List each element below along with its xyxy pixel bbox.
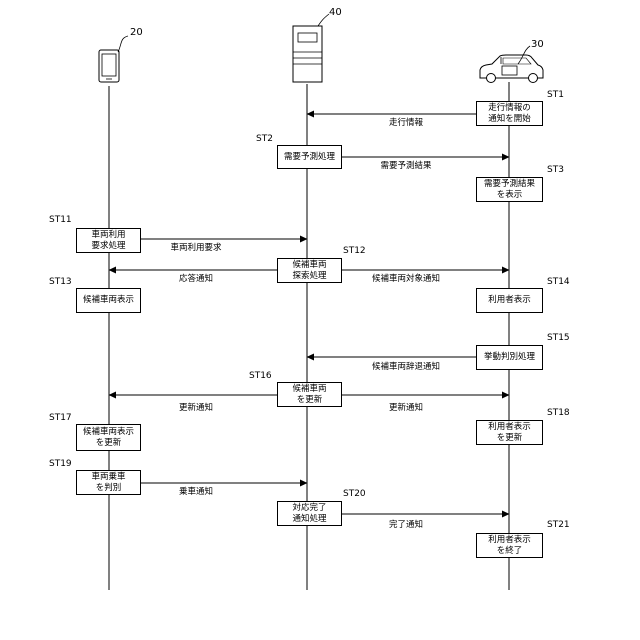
message-label-update-left: 更新通知 <box>179 403 213 414</box>
process-text: を更新 <box>297 395 323 406</box>
process-box-st15: 挙動判別処理 <box>476 345 543 370</box>
process-box-st19: 車両乗車 を判別 <box>76 470 141 495</box>
message-label-demand-result: 需要予測結果 <box>380 161 431 172</box>
step-label-st1: ST1 <box>547 90 564 101</box>
process-text: 候補車両表示 <box>83 295 134 306</box>
message-label-travel-info: 走行情報 <box>389 118 423 129</box>
process-text: 通知処理 <box>292 514 326 525</box>
process-box-st16: 候補車両 を更新 <box>277 382 342 407</box>
process-text: 需要予測結果 <box>484 179 535 190</box>
leader-line-terminal <box>118 36 128 52</box>
server-icon <box>293 26 322 82</box>
process-text: 通知を開始 <box>488 114 531 125</box>
process-box-st12: 候補車両 探索処理 <box>277 258 342 283</box>
process-box-st20: 対応完了 通知処理 <box>277 501 342 526</box>
step-label-st16: ST16 <box>249 371 272 382</box>
process-text: を終了 <box>497 546 523 557</box>
step-label-st12: ST12 <box>343 246 366 257</box>
process-box-st14: 利用者表示 <box>476 288 543 313</box>
step-label-st21: ST21 <box>547 520 570 531</box>
process-text: を判別 <box>96 483 122 494</box>
message-label-candidate-target: 候補車両対象通知 <box>372 274 440 285</box>
process-text: を更新 <box>96 438 122 449</box>
process-text: 候補車両 <box>292 384 326 395</box>
process-text: を更新 <box>497 433 523 444</box>
process-text: 需要予測処理 <box>284 152 335 163</box>
step-label-st15: ST15 <box>547 333 570 344</box>
step-label-st3: ST3 <box>547 165 564 176</box>
step-label-st18: ST18 <box>547 408 570 419</box>
process-text: 候補車両表示 <box>83 427 134 438</box>
message-label-vehicle-request: 車両利用要求 <box>170 243 221 254</box>
process-text: 車両利用 <box>91 230 125 241</box>
process-text: 対応完了 <box>292 503 326 514</box>
process-box-st11: 車両利用 要求処理 <box>76 228 141 253</box>
process-text: 探索処理 <box>292 271 326 282</box>
process-box-st3: 需要予測結果 を表示 <box>476 177 543 202</box>
message-label-candidate-decline: 候補車両辞退通知 <box>372 362 440 373</box>
step-label-st20: ST20 <box>343 489 366 500</box>
process-text: 利用者表示 <box>488 422 531 433</box>
process-box-st21: 利用者表示 を終了 <box>476 533 543 558</box>
process-text: 車両乗車 <box>91 472 125 483</box>
vehicle-ref-number: 30 <box>531 39 544 51</box>
server-ref-number: 40 <box>329 7 342 19</box>
process-box-st13: 候補車両表示 <box>76 288 141 313</box>
process-box-st1: 走行情報の 通知を開始 <box>476 101 543 126</box>
step-label-st19: ST19 <box>49 459 72 470</box>
process-text: 要求処理 <box>91 241 125 252</box>
car-icon <box>480 55 543 83</box>
process-box-st2: 需要予測処理 <box>277 145 342 169</box>
message-label-response: 応答通知 <box>179 274 213 285</box>
message-label-boarding: 乗車通知 <box>179 487 213 498</box>
step-label-st2: ST2 <box>256 134 273 145</box>
leader-line-server <box>318 14 329 26</box>
process-text: 利用者表示 <box>488 295 531 306</box>
step-label-st11: ST11 <box>49 215 72 226</box>
message-label-update-right: 更新通知 <box>389 403 423 414</box>
message-label-complete: 完了通知 <box>389 520 423 531</box>
process-box-st18: 利用者表示 を更新 <box>476 420 543 445</box>
terminal-ref-number: 20 <box>130 27 143 39</box>
process-text: 候補車両 <box>292 260 326 271</box>
smartphone-icon <box>99 50 119 82</box>
process-text: 挙動判別処理 <box>484 352 535 363</box>
process-text: を表示 <box>497 190 523 201</box>
process-text: 走行情報の <box>488 103 531 114</box>
process-box-st17: 候補車両表示 を更新 <box>76 424 141 451</box>
step-label-st17: ST17 <box>49 413 72 424</box>
step-label-st13: ST13 <box>49 277 72 288</box>
step-label-st14: ST14 <box>547 277 570 288</box>
process-text: 利用者表示 <box>488 535 531 546</box>
